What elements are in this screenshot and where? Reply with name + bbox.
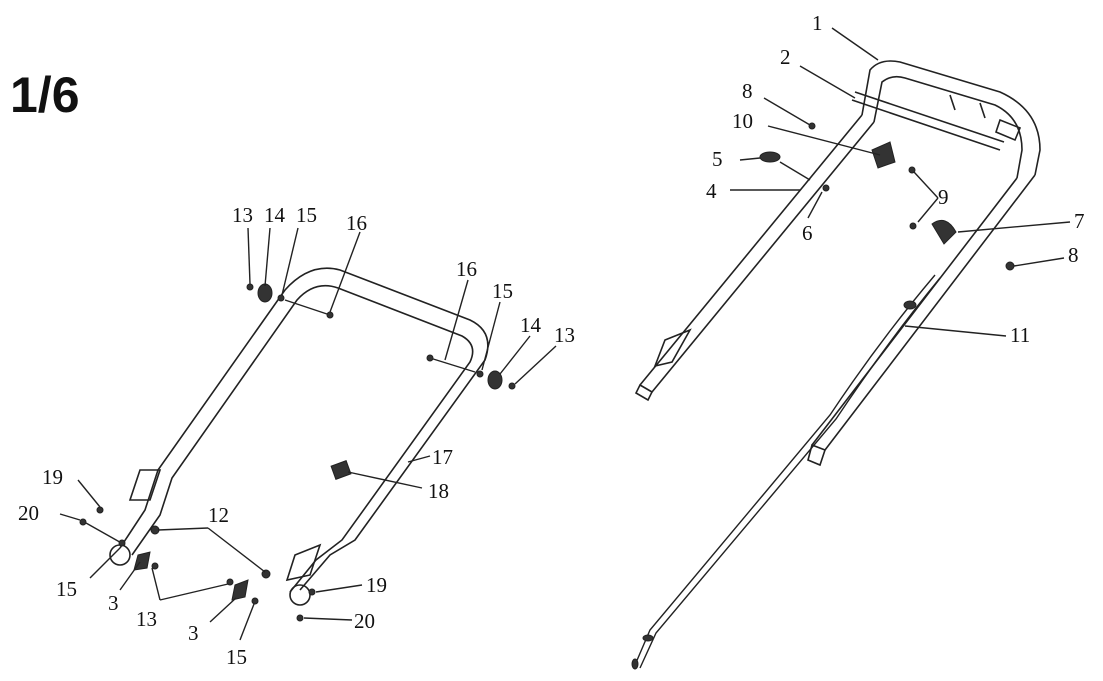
left-hardware [79, 283, 516, 622]
brake-cable [631, 274, 941, 670]
part-label: 13 [232, 203, 253, 227]
part-label: 15 [56, 577, 77, 601]
right-leader-lines [730, 27, 1071, 337]
part-label: 11 [1010, 323, 1030, 347]
part-label: 3 [108, 591, 119, 615]
right-hardware [759, 122, 1015, 271]
part-label: 4 [706, 179, 717, 203]
part-label: 17 [432, 445, 453, 469]
part-label: 2 [780, 45, 791, 69]
part-label: 19 [42, 465, 63, 489]
part-label: 15 [226, 645, 247, 669]
lower-handle [109, 267, 489, 606]
part-label: 8 [1068, 243, 1079, 267]
part-label: 8 [742, 79, 753, 103]
part-label: 18 [428, 479, 449, 503]
part-label: 16 [456, 257, 477, 281]
part-label: 15 [492, 279, 513, 303]
part-label: 12 [208, 503, 229, 527]
part-label: 14 [264, 203, 286, 227]
left-leader-lines [59, 227, 557, 641]
part-label: 13 [554, 323, 575, 347]
part-label: 5 [712, 147, 723, 171]
page-label: 1/6 [10, 67, 80, 123]
part-label: 16 [346, 211, 367, 235]
part-label: 9 [938, 185, 949, 209]
part-label: 20 [18, 501, 39, 525]
left-labels: 13 14 15 16 16 15 14 13 17 18 19 20 12 1… [18, 203, 575, 669]
part-label: 15 [296, 203, 317, 227]
right-labels: 1 2 8 10 5 4 6 9 7 8 11 [706, 11, 1085, 347]
upper-handle [634, 60, 1041, 467]
part-label: 19 [366, 573, 387, 597]
part-label: 7 [1074, 209, 1085, 233]
part-label: 1 [812, 11, 823, 35]
part-label: 6 [802, 221, 813, 245]
part-label: 20 [354, 609, 375, 633]
part-label: 14 [520, 313, 542, 337]
part-label: 13 [136, 607, 157, 631]
part-label: 3 [188, 621, 199, 645]
part-label: 10 [732, 109, 753, 133]
